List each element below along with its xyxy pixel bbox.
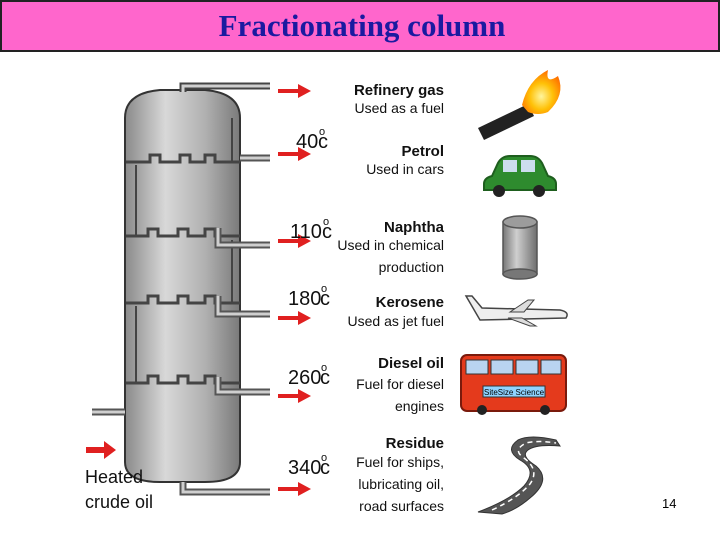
kerosene-use: Used as jet fuel <box>348 313 445 329</box>
bus-sign: SiteSize Science <box>484 388 545 397</box>
product-arrows <box>278 84 311 496</box>
kerosene-name: Kerosene <box>376 294 444 311</box>
diesel-use-2: engines <box>395 398 444 414</box>
slide-number: 14 <box>662 496 677 511</box>
petrol-use: Used in cars <box>366 161 444 177</box>
fraction-labels: Refinery gas Used as a fuel Petrol Used … <box>337 82 444 514</box>
temperature-labels: 40 o c 110 o c 180 o c 260 o c 340 o c <box>288 126 332 479</box>
product-arrow-1 <box>278 84 311 98</box>
refinery-gas-use: Used as a fuel <box>355 100 445 116</box>
flame-icon <box>478 70 561 140</box>
feed-label: Heated crude oil <box>85 441 153 512</box>
feed-line1: Heated <box>85 467 143 487</box>
petrol-name: Petrol <box>401 143 444 160</box>
temp-degree: o <box>319 126 325 138</box>
residue-name: Residue <box>386 435 444 452</box>
residue-use-2: lubricating oil, <box>358 476 444 492</box>
naphtha-use-1: Used in chemical <box>337 237 444 253</box>
temp-degree: o <box>323 216 329 228</box>
temp-degree: o <box>321 452 327 464</box>
temp-diesel: 260 <box>288 367 321 389</box>
slide-title: Fractionating column <box>218 8 506 43</box>
temp-kerosene: 180 <box>288 288 321 310</box>
residue-use-3: road surfaces <box>359 498 444 514</box>
product-arrow-3 <box>278 234 311 248</box>
temp-unit: c <box>320 367 330 389</box>
fractionating-column-diagram: Heated crude oil 40 o c 110 o c 180 o c … <box>85 70 568 515</box>
product-arrow-2 <box>278 147 311 161</box>
title-bar: Fractionating column <box>0 0 720 52</box>
residue-use-1: Fuel for ships, <box>356 454 444 470</box>
jet-plane-icon <box>464 295 568 327</box>
distillation-column <box>124 89 241 483</box>
feed-line2: crude oil <box>85 492 153 512</box>
temp-degree: o <box>321 362 327 374</box>
bus-icon: SiteSize Science <box>460 354 567 415</box>
diesel-name: Diesel oil <box>378 355 444 372</box>
drum-icon <box>502 215 538 280</box>
road-icon <box>477 436 561 515</box>
temp-petrol: 40 <box>296 131 318 153</box>
product-arrow-6 <box>278 482 311 496</box>
car-icon <box>483 155 557 197</box>
product-arrow-5 <box>278 389 311 403</box>
temp-unit: c <box>320 288 330 310</box>
naphtha-name: Naphtha <box>384 219 445 236</box>
temp-unit: c <box>320 457 330 479</box>
diesel-use-1: Fuel for diesel <box>356 376 444 392</box>
temp-unit: c <box>318 131 328 153</box>
temp-unit: c <box>322 221 332 243</box>
naphtha-use-2: production <box>379 259 444 275</box>
temp-residue: 340 <box>288 457 321 479</box>
temp-naphtha: 110 <box>290 221 322 243</box>
refinery-gas-name: Refinery gas <box>354 82 444 99</box>
product-arrow-4 <box>278 311 311 325</box>
temp-degree: o <box>321 283 327 295</box>
svg-text:40: 40 <box>296 131 318 153</box>
